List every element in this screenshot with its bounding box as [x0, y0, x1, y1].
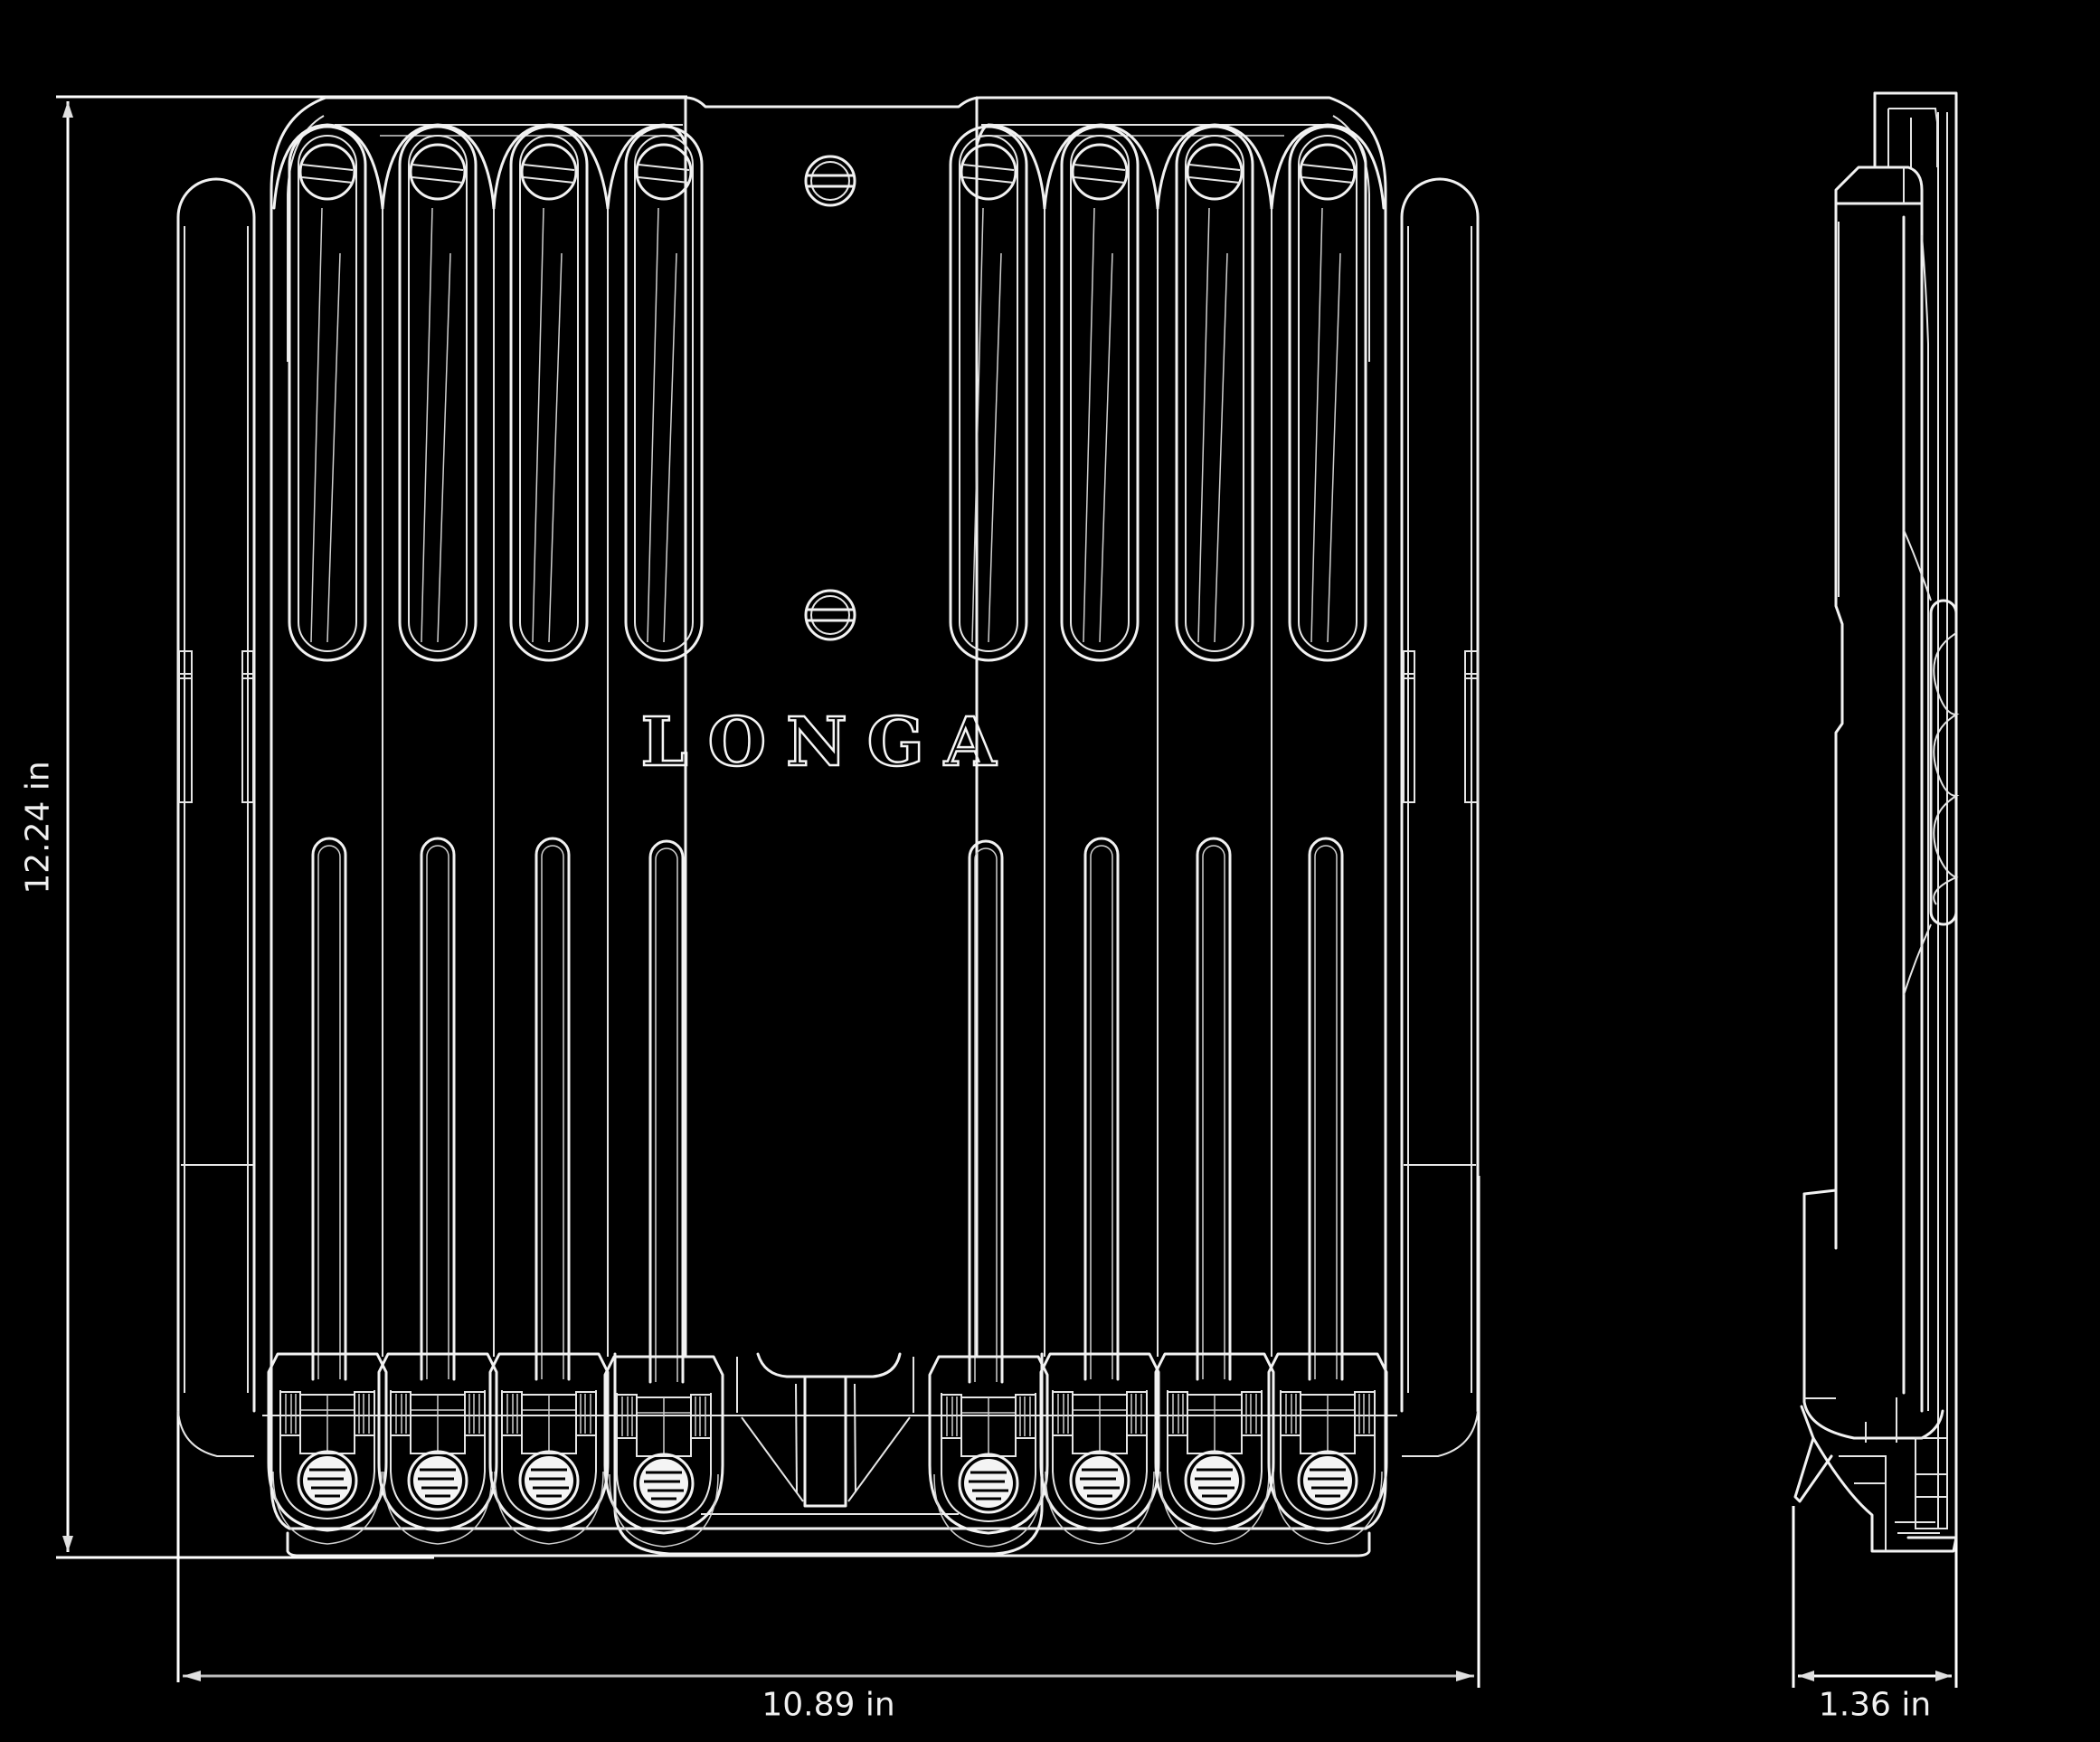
side-view — [1793, 91, 1960, 1553]
brand-logo-text: LONGA — [639, 703, 1017, 783]
clip-bar — [262, 1337, 1397, 1557]
depth-dimension — [1792, 1456, 1958, 1688]
screw-icon — [804, 155, 856, 207]
height-dimension-label: 12.24 in — [19, 761, 57, 895]
height-dimension — [56, 95, 687, 1559]
left-rail — [176, 177, 256, 1457]
lower-slots — [311, 837, 1344, 1384]
upper-slots — [288, 125, 1367, 662]
width-dimension-label: 10.89 in — [761, 1686, 895, 1724]
front-view — [176, 96, 1480, 1557]
width-dimension — [176, 1176, 1480, 1688]
right-rail — [1400, 177, 1480, 1457]
depth-dimension-label: 1.36 in — [1818, 1686, 1932, 1724]
clips — [267, 1352, 1388, 1548]
screw-icon — [804, 589, 856, 641]
